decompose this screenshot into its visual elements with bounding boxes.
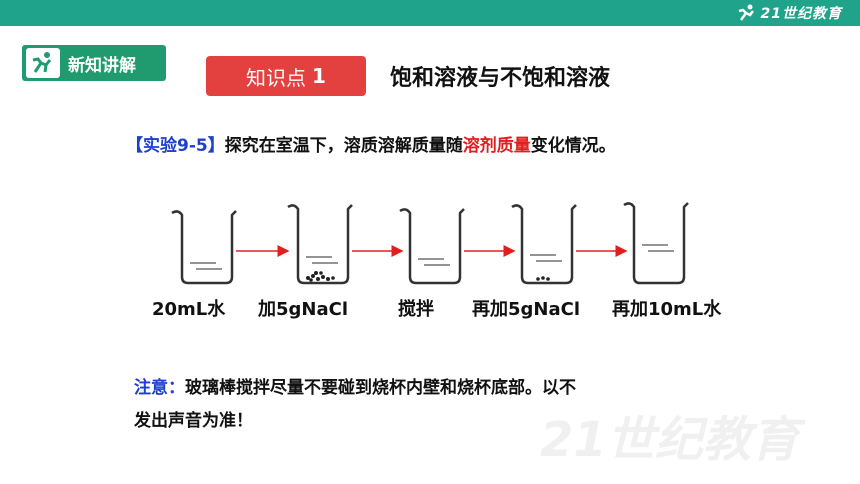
brand-logo: 21世纪教育 (737, 2, 842, 24)
step-label-5: 再加10mL水 (612, 299, 722, 320)
note-block: 注意：玻璃棒搅拌尽量不要碰到烧杯内壁和烧杯底部。以不 发出声音为准！ (134, 372, 714, 438)
step-label-3: 搅拌 (398, 299, 434, 320)
beaker-1 (171, 210, 237, 285)
experiment-text-after: 变化情况。 (530, 136, 616, 156)
page-title: 饱和溶液与不饱和溶液 (390, 66, 611, 91)
step-label-4: 再加5gNaCl (472, 299, 580, 320)
experiment-highlight: 溶剂质量 (462, 136, 531, 156)
watermark: 21世纪教育 (540, 400, 799, 470)
watermark-text: 21世纪教育 (540, 412, 799, 468)
note-line-1: 玻璃棒搅拌尽量不要碰到烧杯内壁和烧杯底部。以不 (185, 378, 576, 398)
note-tag: 注意： (134, 378, 185, 398)
step-label-1: 20mL水 (152, 299, 226, 320)
runner-icon (26, 48, 60, 78)
knowledge-point-number: 1 (312, 64, 326, 88)
brand-logo-text: 21世纪教育 (760, 6, 842, 22)
experiment-description: 【实验9-5】探究在室温下，溶质溶解质量随溶剂质量变化情况。 (126, 131, 616, 156)
experiment-tag: 【实验9-5】 (126, 136, 225, 156)
beaker-diagram (171, 202, 689, 285)
beaker-4 (511, 204, 577, 285)
note-line-2: 发出声音为准！ (134, 411, 253, 431)
step-label-2: 加5gNaCl (258, 299, 348, 320)
beaker-5 (623, 202, 689, 285)
runner-icon (738, 4, 754, 21)
beaker-2 (287, 204, 353, 285)
section-badge: 新知讲解 (22, 45, 166, 81)
beaker-3 (399, 208, 465, 285)
experiment-text-before: 探究在室温下，溶质溶解质量随 (224, 136, 463, 156)
knowledge-point-box: 知识点 1 (206, 56, 366, 96)
top-banner (0, 0, 860, 26)
knowledge-point-label: 知识点 (246, 65, 307, 90)
section-badge-label: 新知讲解 (68, 55, 136, 76)
